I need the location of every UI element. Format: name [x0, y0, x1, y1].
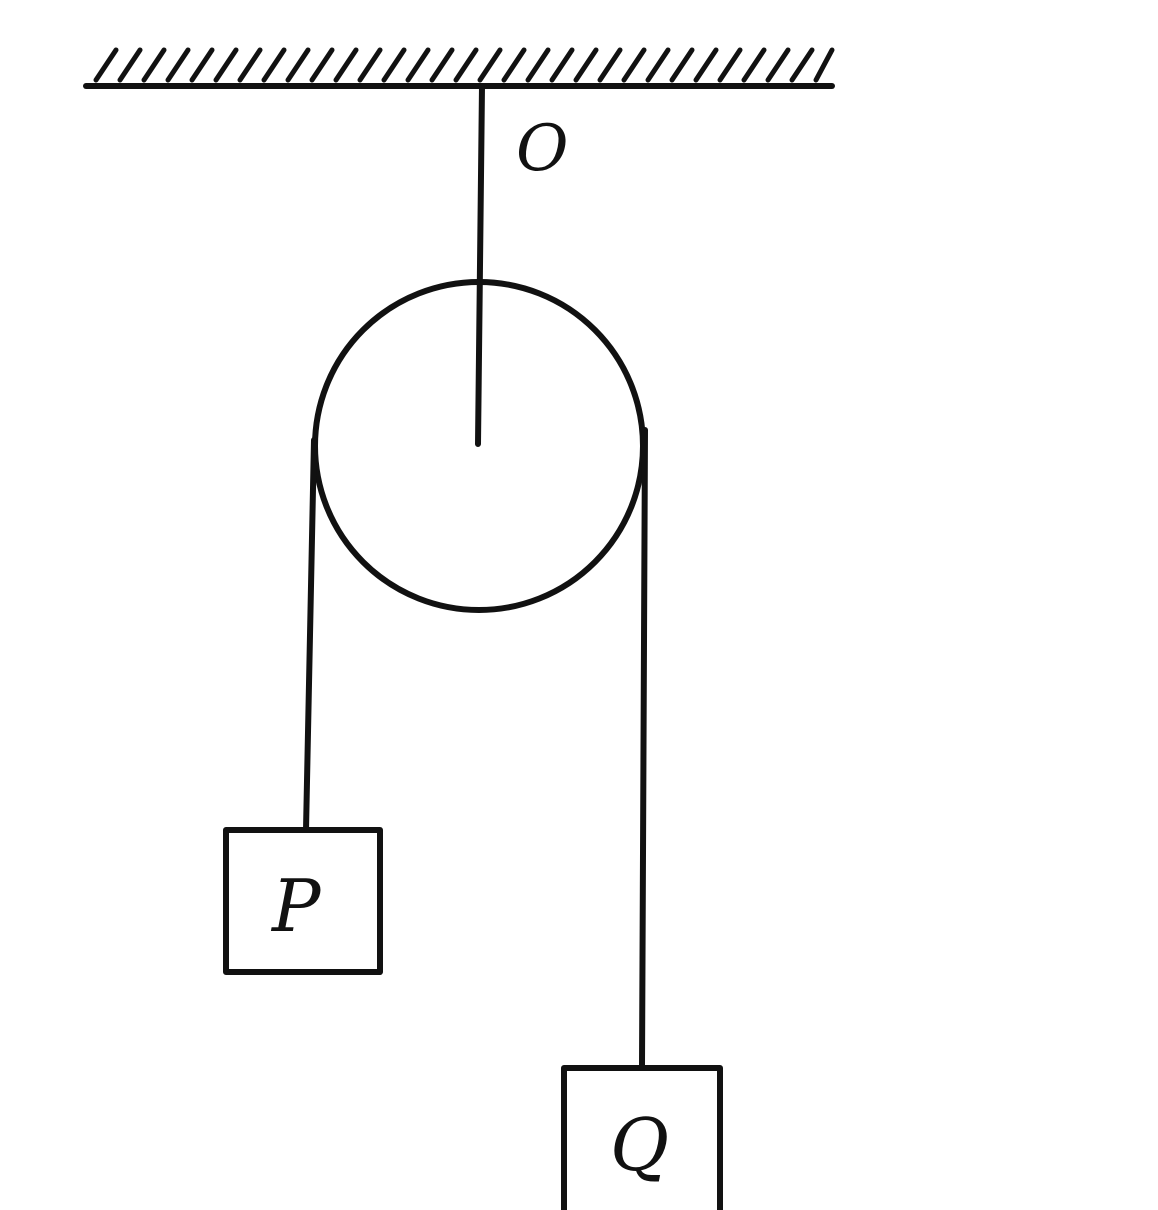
ceiling-hatching [93, 47, 835, 83]
hatch-mark [141, 47, 167, 83]
block-p [223, 827, 383, 975]
hatch-mark [309, 47, 335, 83]
hatch-mark [573, 47, 599, 83]
hatch-mark [669, 47, 695, 83]
hatch-mark [357, 47, 383, 83]
hatch-mark [429, 47, 455, 83]
hatch-mark [789, 47, 815, 83]
pivot-label: O [516, 112, 568, 186]
hatch-mark [117, 47, 143, 83]
hatch-mark [261, 47, 287, 83]
hatch-mark [645, 47, 671, 83]
hatch-mark [765, 47, 791, 83]
hatch-mark [477, 47, 503, 83]
hatch-mark [525, 47, 551, 83]
hatch-mark [453, 47, 479, 83]
hatch-mark [213, 47, 239, 83]
block-p-label: P [270, 864, 322, 948]
hatch-mark [717, 47, 743, 83]
hatch-mark [333, 47, 359, 83]
rope-right [639, 427, 648, 1069]
hatch-mark [501, 47, 527, 83]
hatch-mark [93, 47, 119, 83]
support-rod [475, 83, 485, 447]
hatch-mark [189, 47, 215, 83]
hatch-mark [165, 47, 191, 83]
hatch-mark [237, 47, 263, 83]
hatch-mark [741, 47, 767, 83]
hatch-mark [813, 47, 835, 83]
block-q-label: Q [610, 1103, 669, 1187]
hatch-mark [549, 47, 575, 83]
rope-left [303, 437, 317, 833]
hatch-mark [381, 47, 407, 83]
block-q [561, 1065, 723, 1210]
hatch-mark [621, 47, 647, 83]
hatch-mark [693, 47, 719, 83]
hatch-mark [405, 47, 431, 83]
hatch-mark [285, 47, 311, 83]
hatch-mark [597, 47, 623, 83]
